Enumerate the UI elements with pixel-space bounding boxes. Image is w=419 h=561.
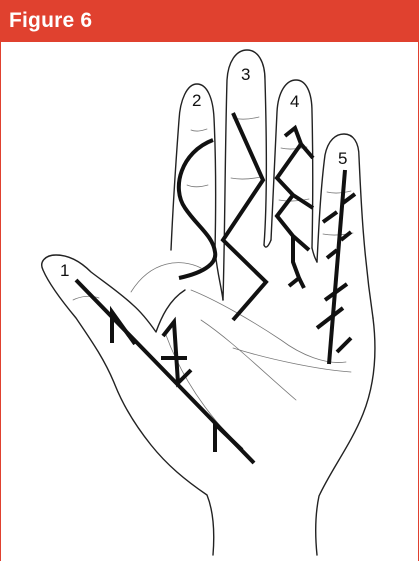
hand-illustration: 1 2 3 4 5: [1, 42, 419, 561]
label-5-text: 5: [338, 149, 347, 168]
label-2: 2: [192, 91, 201, 110]
hand-outline: [42, 50, 375, 555]
label-1: 1: [60, 261, 69, 280]
figure-title: Figure 6: [9, 9, 92, 33]
stroke-5: [317, 170, 355, 364]
stroke-3: [223, 113, 266, 320]
label-5: 5: [338, 149, 347, 168]
label-3-text: 3: [241, 65, 250, 84]
label-3: 3: [241, 65, 250, 84]
label-4-text: 4: [290, 92, 299, 111]
label-2-text: 2: [192, 91, 201, 110]
label-4: 4: [290, 92, 299, 111]
label-1-text: 1: [60, 261, 69, 280]
stroke-4: [277, 128, 313, 288]
figure-header: Figure 6: [1, 0, 419, 42]
stroke-2: [179, 140, 215, 278]
palm-creases: [73, 117, 353, 460]
